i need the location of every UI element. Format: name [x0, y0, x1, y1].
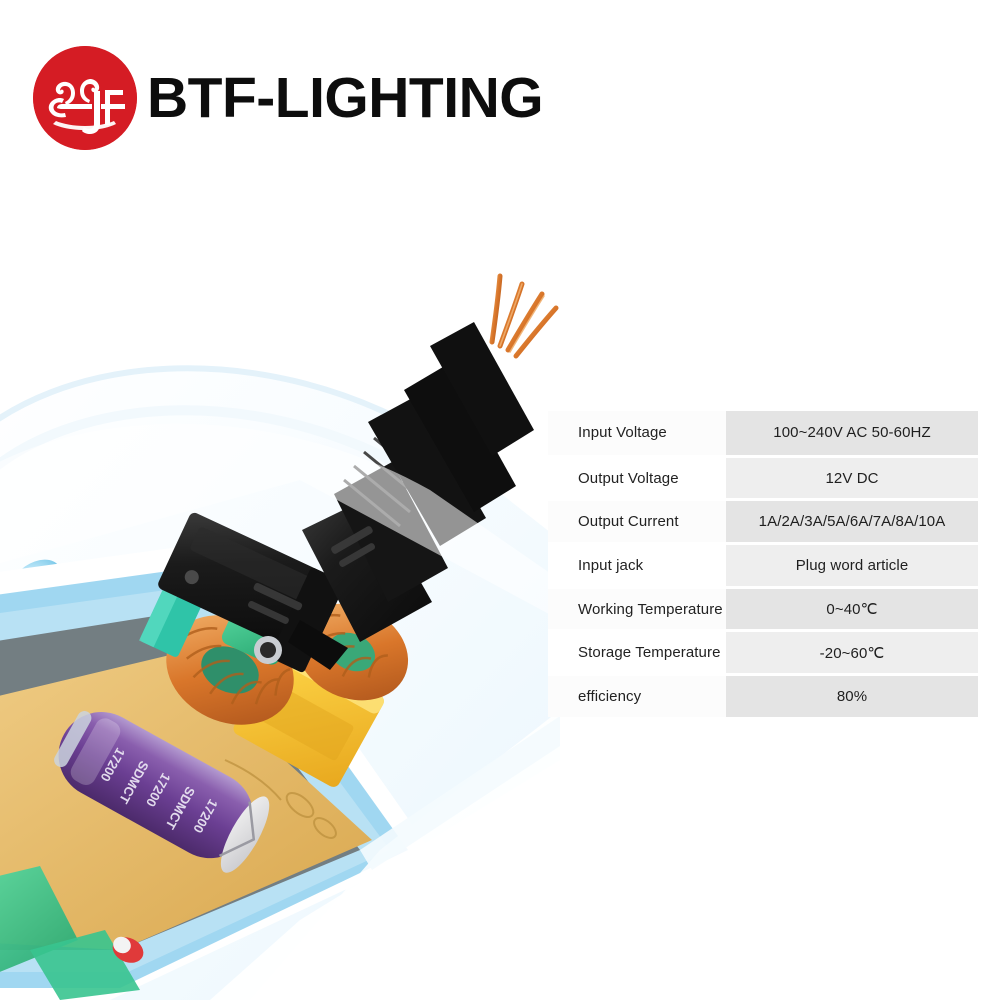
brand-header: BTF-LIGHTING	[33, 44, 544, 152]
spec-value: -20~60℃	[726, 629, 978, 674]
btf-monogram-logo-icon	[33, 46, 137, 150]
spec-value: 12V DC	[726, 454, 978, 499]
spec-value: 0~40℃	[726, 585, 978, 630]
spec-value: 1A/2A/3A/5A/6A/7A/8A/10A	[726, 498, 978, 543]
table-row: Output Voltage 12V DC	[548, 454, 978, 499]
spec-label: Working Temperature	[548, 585, 726, 630]
spec-value: Plug word article	[726, 542, 978, 586]
specification-table: Input Voltage 100~240V AC 50-60HZ Output…	[548, 411, 978, 717]
spec-label: efficiency	[548, 673, 726, 717]
table-row: Storage Temperature -20~60℃	[548, 629, 978, 674]
table-row: Input Voltage 100~240V AC 50-60HZ	[548, 411, 978, 455]
spec-label: Input jack	[548, 542, 726, 586]
spec-label: Input Voltage	[548, 411, 726, 455]
spec-label: Output Current	[548, 498, 726, 543]
table-row: Working Temperature 0~40℃	[548, 585, 978, 630]
table-row: Input jack Plug word article	[548, 542, 978, 586]
spec-label: Output Voltage	[548, 454, 726, 499]
product-photo: 17200 SDMCT 17200 SDMCT 17200	[0, 150, 560, 1000]
table-row: efficiency 80%	[548, 673, 978, 717]
table-row: Output Current 1A/2A/3A/5A/6A/7A/8A/10A	[548, 498, 978, 543]
brand-wordmark: BTF-LIGHTING	[147, 65, 544, 130]
spec-label: Storage Temperature	[548, 629, 726, 674]
spec-value: 100~240V AC 50-60HZ	[726, 411, 978, 455]
spec-value: 80%	[726, 673, 978, 717]
